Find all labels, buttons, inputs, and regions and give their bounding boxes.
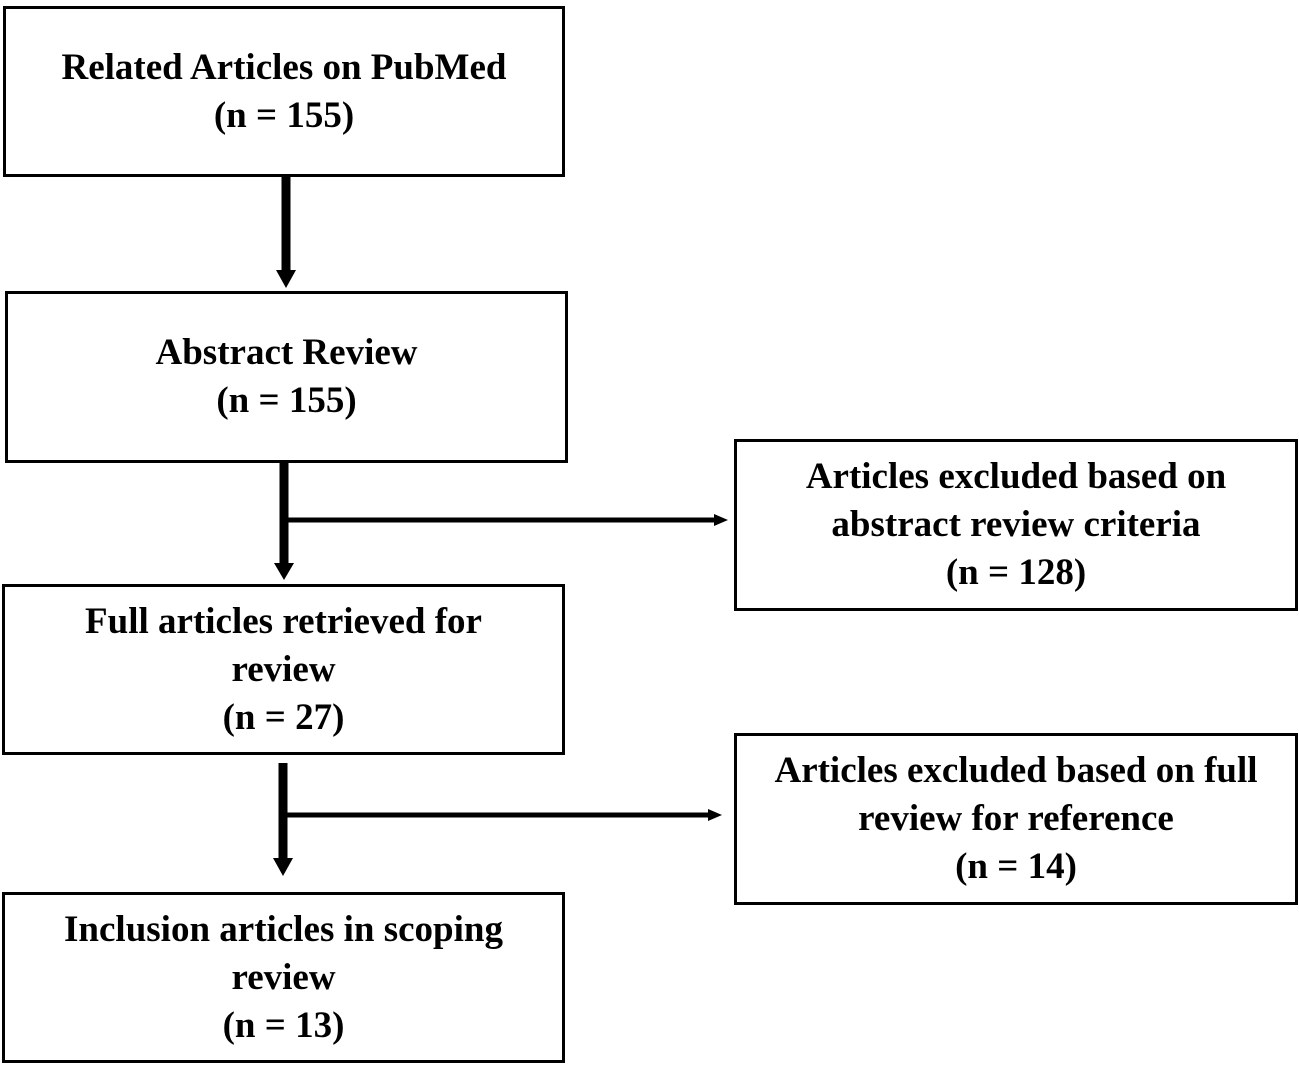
inclusion-articles-line2: review	[231, 956, 336, 998]
excluded-full-line1: Articles excluded based on full	[774, 750, 1258, 791]
full-articles-count: (n = 27)	[222, 696, 345, 738]
arrow-abstract-to-full-head	[274, 563, 294, 580]
abstract-review-count: (n = 155)	[216, 380, 357, 421]
excluded-full-line2: review for reference	[858, 798, 1174, 839]
abstract-review-title: Abstract Review	[155, 332, 418, 373]
arrow-branch-excluded-full-head	[708, 809, 722, 821]
excluded-abstract-line2: abstract review criteria	[831, 504, 1201, 545]
excluded-full-count: (n = 14)	[955, 846, 1077, 887]
inclusion-articles-line1: Inclusion articles in scoping	[64, 908, 503, 950]
related-articles-count: (n = 155)	[213, 94, 355, 136]
full-articles-line1: Full articles retrieved for	[85, 600, 482, 642]
related-articles-box: Related Articles on PubMed (n = 155)	[3, 6, 565, 177]
arrow-related-to-abstract-head	[276, 270, 296, 288]
related-articles-title: Related Articles on PubMed	[61, 46, 507, 88]
full-articles-line2: review	[231, 648, 336, 690]
excluded-abstract-box: Articles excluded based on abstract revi…	[734, 439, 1298, 611]
excluded-full-box: Articles excluded based on full review f…	[734, 733, 1298, 905]
excluded-abstract-line1: Articles excluded based on	[805, 456, 1227, 497]
inclusion-articles-count: (n = 13)	[222, 1004, 345, 1046]
full-articles-box: Full articles retrieved for review (n = …	[2, 584, 565, 755]
abstract-review-box: Abstract Review (n = 155)	[5, 291, 568, 463]
arrow-branch-excluded-abstract-head	[714, 514, 728, 526]
arrow-full-to-inclusion-head	[273, 858, 293, 876]
excluded-abstract-count: (n = 128)	[945, 552, 1087, 593]
inclusion-articles-box: Inclusion articles in scoping review (n …	[2, 892, 565, 1063]
